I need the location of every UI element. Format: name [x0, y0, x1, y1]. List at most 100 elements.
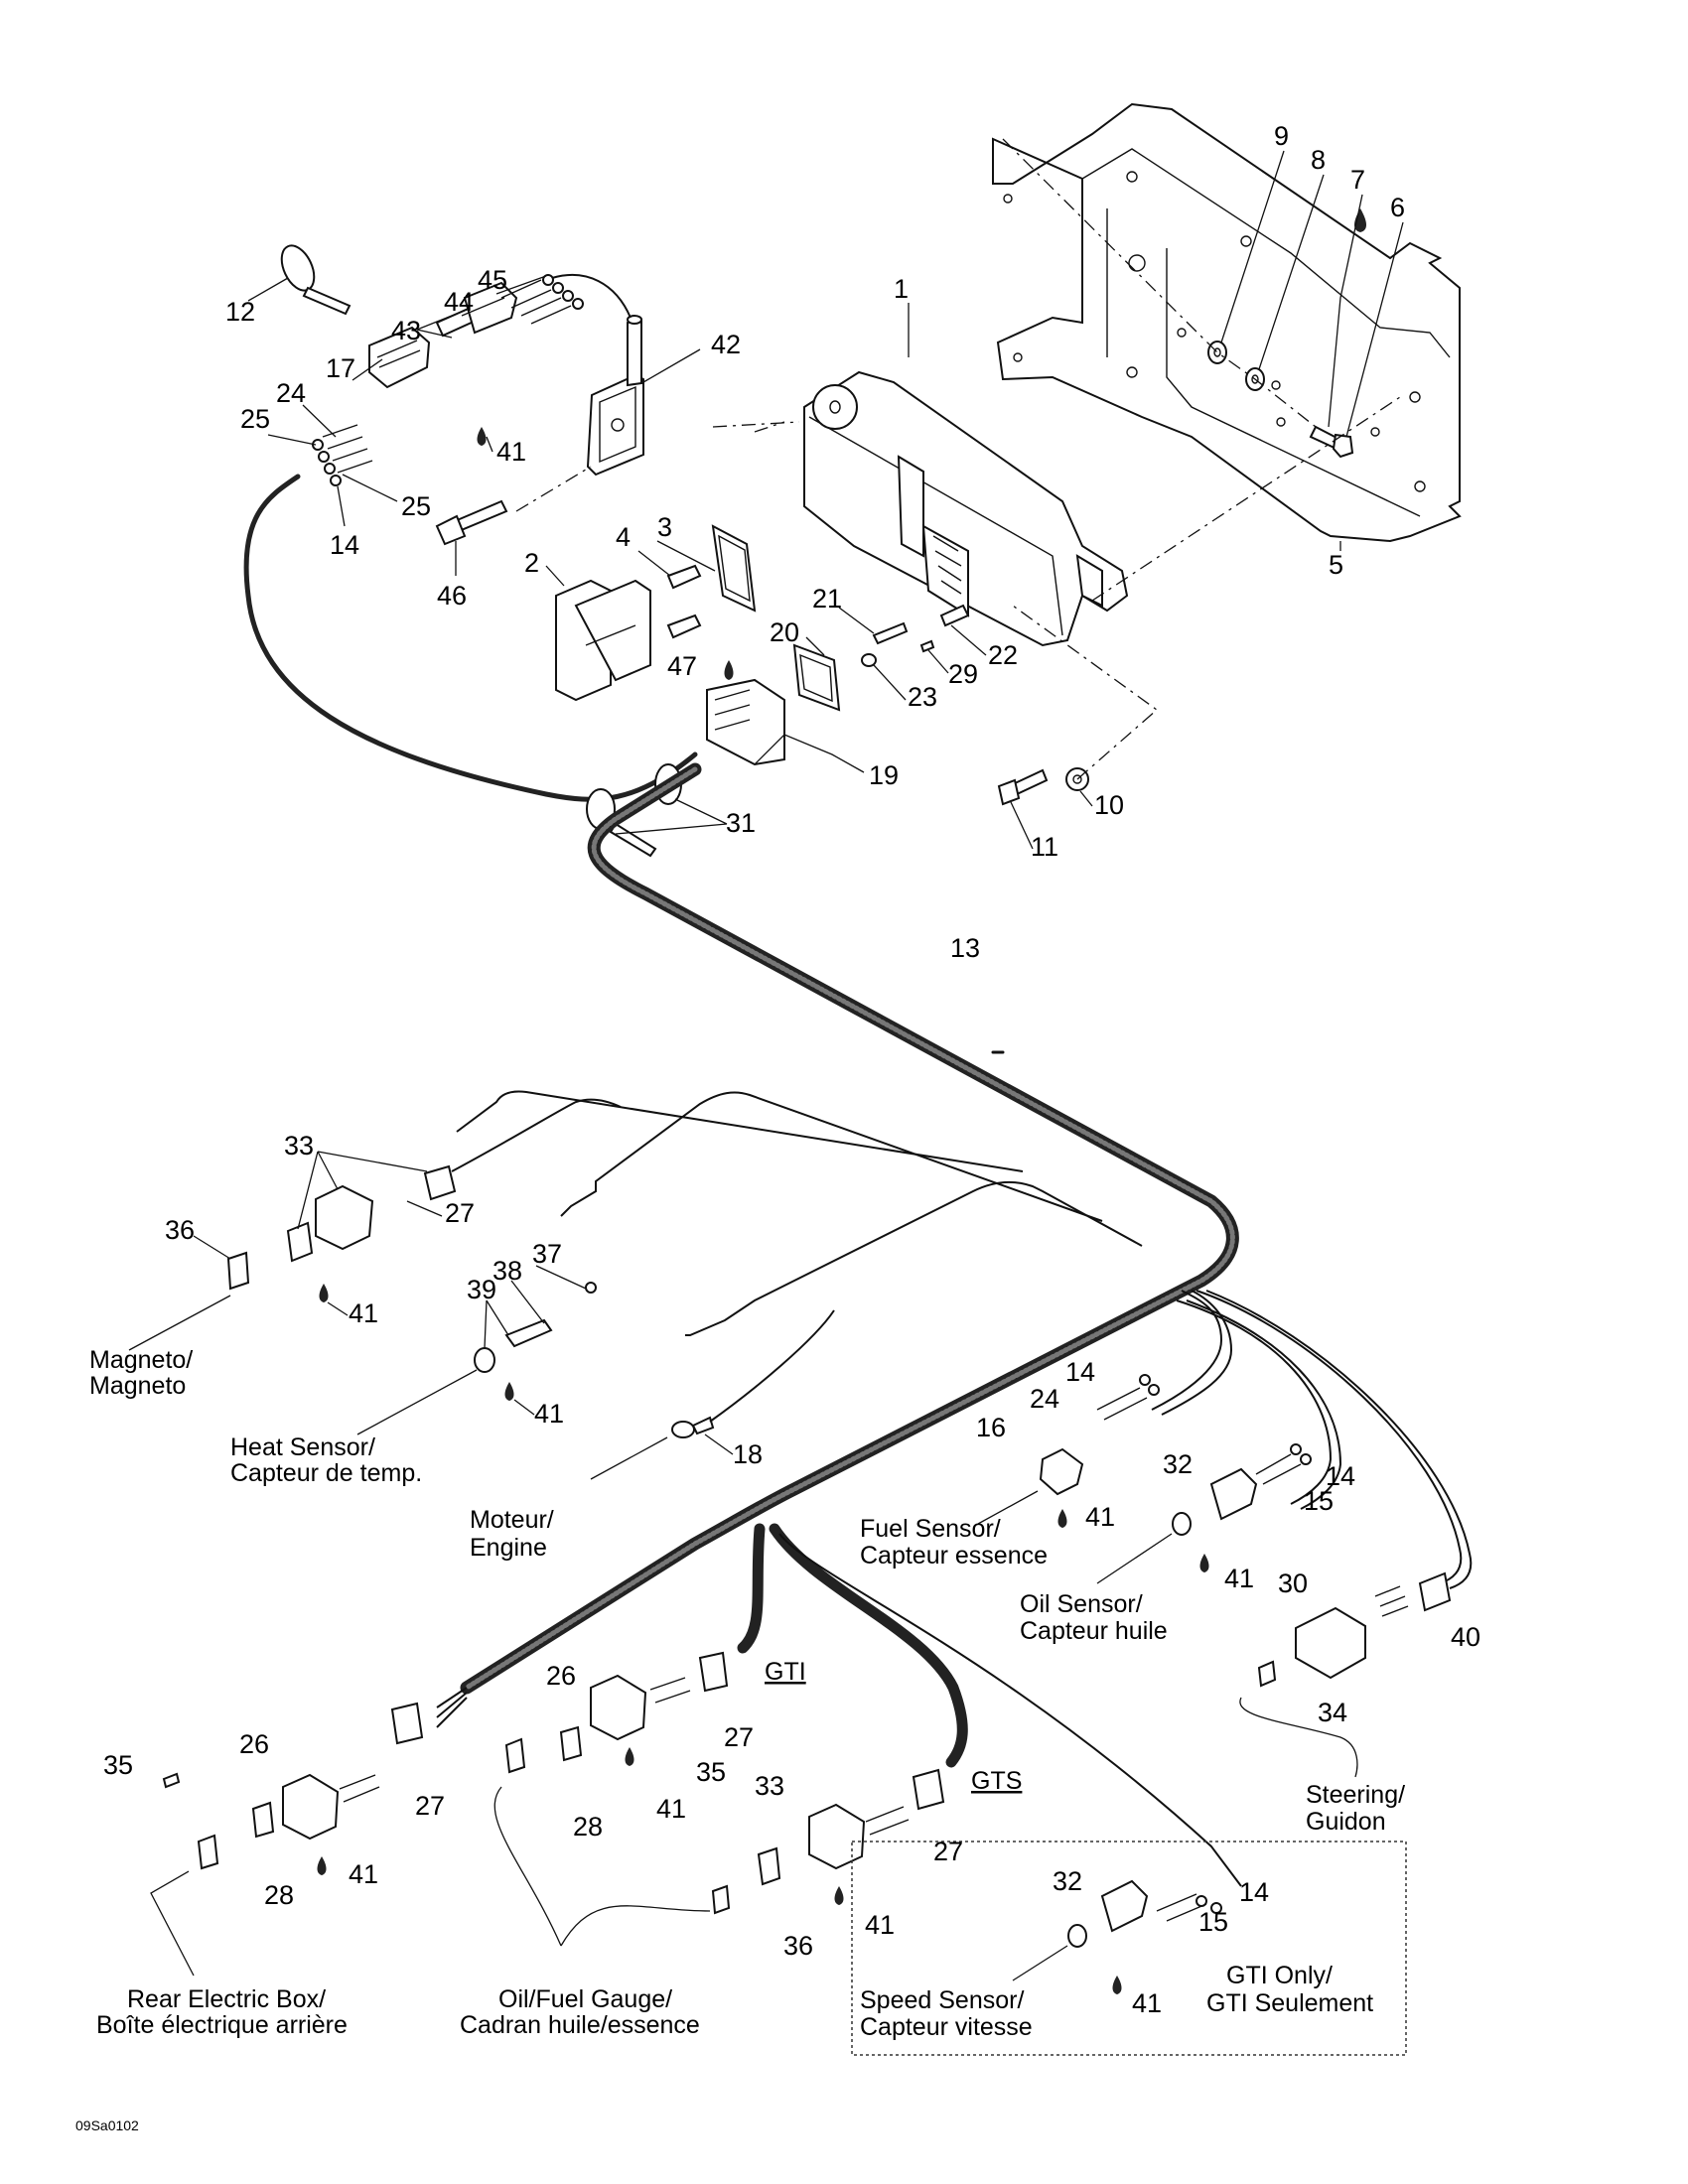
terminals-24-25 — [312, 424, 373, 486]
callout-22: 22 — [988, 640, 1018, 670]
drop-41-magneto-icon — [319, 1284, 329, 1302]
drop-41-oil-icon — [1199, 1554, 1209, 1572]
callout-8: 8 — [1311, 145, 1326, 175]
callout-35a: 35 — [696, 1757, 726, 1787]
dest-magneto-line2: Magneto — [89, 1372, 186, 1400]
callout-41f: 41 — [656, 1794, 686, 1824]
callout-25a: 25 — [240, 404, 270, 434]
ring-terminal-18 — [671, 1416, 715, 1438]
callout-16: 16 — [976, 1413, 1006, 1442]
callout-41e: 41 — [1224, 1564, 1254, 1593]
drop-41-speed-icon — [1112, 1976, 1122, 1994]
callout-25b: 25 — [401, 491, 431, 521]
terminal-21 — [872, 621, 909, 645]
gti-only-line1: GTI Only/ — [1226, 1962, 1333, 1989]
steering-connector-30 — [1257, 1571, 1452, 1688]
oil-sensor-connector — [1172, 1443, 1312, 1536]
dest-heat-sensor-line2: Capteur de temp. — [230, 1459, 422, 1487]
gti-only-box — [851, 1841, 1407, 2056]
callout-9: 9 — [1274, 121, 1289, 151]
callout-1: 1 — [894, 274, 909, 304]
cable-tie-12 — [280, 244, 352, 316]
callout-14b: 14 — [1065, 1357, 1095, 1387]
callout-labels: 1 2 3 4 5 6 7 8 9 10 11 12 13 14 14 14 1… — [103, 121, 1480, 2018]
callout-33b: 33 — [755, 1771, 784, 1801]
callout-27c: 27 — [933, 1837, 963, 1866]
callout-45: 45 — [478, 265, 507, 295]
callout-28b: 28 — [264, 1880, 294, 1910]
dest-gauge-line1: Oil/Fuel Gauge/ — [498, 1985, 672, 2013]
callout-47: 47 — [667, 651, 697, 681]
callout-5: 5 — [1329, 550, 1343, 580]
dest-steering-line1: Steering/ — [1306, 1781, 1405, 1809]
drop-41-rear-icon — [317, 1856, 327, 1875]
dest-heat-sensor-line1: Heat Sensor/ — [230, 1433, 375, 1461]
drop-41-gti-icon — [625, 1747, 634, 1766]
callout-27d: 27 — [415, 1791, 445, 1821]
drop-7-icon — [1354, 208, 1366, 232]
gti-only-line2: GTI Seulement — [1206, 1989, 1373, 2017]
dest-rear-box-line2: Boîte électrique arrière — [96, 2011, 348, 2039]
callout-36a: 36 — [165, 1215, 195, 1245]
destination-captions: Magneto/ Magneto Heat Sensor/ Capteur de… — [89, 1346, 1405, 2041]
callout-40: 40 — [1451, 1622, 1480, 1652]
callout-10: 10 — [1094, 790, 1124, 820]
main-harness-13 — [460, 762, 1239, 1695]
rear-box-connector — [162, 1702, 424, 1870]
magneto-connector — [226, 1164, 457, 1291]
callout-21: 21 — [812, 584, 842, 614]
dest-rear-box-line1: Rear Electric Box/ — [127, 1985, 326, 2013]
gti-gauge-connector — [504, 1651, 729, 1774]
callout-36b: 36 — [783, 1931, 813, 1961]
callout-37: 37 — [532, 1239, 562, 1269]
callout-28a: 28 — [573, 1812, 603, 1842]
variant-tag-gti: GTI — [765, 1658, 806, 1686]
callout-15a: 15 — [1304, 1486, 1334, 1516]
terminals-44 — [500, 279, 572, 325]
connector-boot-42 — [586, 315, 644, 477]
pin-29 — [919, 639, 935, 653]
callout-33a: 33 — [284, 1131, 314, 1160]
callout-14d: 14 — [1239, 1877, 1269, 1907]
ecu-module — [803, 370, 1129, 647]
seals-45 — [542, 274, 584, 310]
dest-speed-sensor-line2: Capteur vitesse — [860, 2013, 1033, 2041]
callout-23: 23 — [908, 682, 937, 712]
callout-7: 7 — [1350, 165, 1365, 195]
drop-41-gts-icon — [834, 1886, 844, 1905]
callout-14c: 14 — [1326, 1461, 1355, 1491]
callout-27a: 27 — [445, 1198, 475, 1228]
callout-20: 20 — [770, 617, 799, 647]
drop-47-icon — [724, 660, 734, 680]
callout-26b: 26 — [239, 1729, 269, 1759]
drop-41-heat-icon — [504, 1382, 514, 1401]
connector-17 — [368, 326, 431, 389]
callout-41d: 41 — [1085, 1502, 1115, 1532]
dest-steering-line2: Guidon — [1306, 1808, 1386, 1836]
callout-13: 13 — [950, 933, 980, 963]
callout-19: 19 — [869, 760, 899, 790]
dest-engine-line2: Engine — [470, 1534, 547, 1562]
callout-12: 12 — [225, 297, 255, 327]
callout-35b: 35 — [103, 1750, 133, 1780]
callout-44: 44 — [444, 287, 474, 317]
callout-14a: 14 — [330, 530, 359, 560]
seal-23 — [861, 653, 877, 667]
fuse-box-2 — [555, 579, 651, 702]
gts-gauge-connector — [711, 1768, 945, 1915]
fuel-sensor-connector — [1039, 1374, 1160, 1496]
dest-fuel-sensor-line2: Capteur essence — [860, 1542, 1048, 1570]
bolt-6 — [1309, 425, 1354, 459]
dest-fuel-sensor-line1: Fuel Sensor/ — [860, 1515, 1001, 1543]
callout-32b: 32 — [1053, 1866, 1082, 1896]
callout-17: 17 — [326, 353, 355, 383]
dest-oil-sensor-line1: Oil Sensor/ — [1020, 1590, 1143, 1618]
dest-gauge-line2: Cadran huile/essence — [460, 2011, 700, 2039]
variant-tag-gts: GTS — [971, 1767, 1022, 1795]
bolt-46 — [435, 499, 508, 546]
callout-2: 2 — [524, 548, 539, 578]
callout-41c: 41 — [534, 1399, 564, 1429]
callout-41a: 41 — [496, 437, 526, 467]
callout-29: 29 — [948, 659, 978, 689]
dest-engine-line1: Moteur/ — [470, 1506, 554, 1534]
